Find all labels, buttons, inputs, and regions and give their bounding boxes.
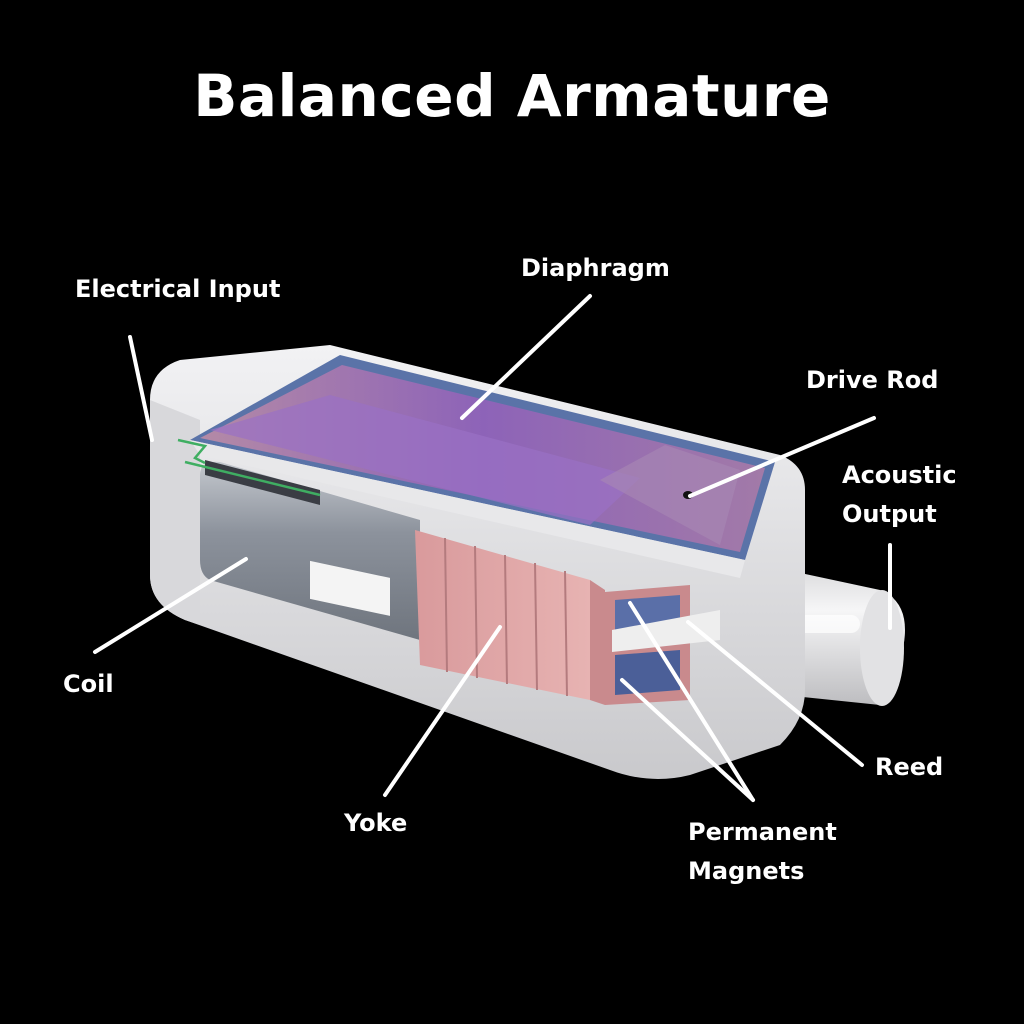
label-acoustic-output-line1: Acoustic	[842, 461, 957, 489]
label-acoustic-output-line2: Output	[842, 500, 937, 528]
yoke	[415, 530, 605, 705]
diaphragm-plate	[190, 355, 775, 560]
leader-electrical-input	[128, 335, 154, 442]
leader-magnet-upper	[628, 601, 755, 802]
label-permanent-magnets-line2: Magnets	[688, 857, 805, 885]
leader-reed	[686, 620, 864, 767]
label-electrical-input: Electrical Input	[75, 275, 281, 303]
label-diaphragm: Diaphragm	[521, 254, 670, 282]
leader-coil	[93, 557, 248, 654]
input-wires	[177, 438, 321, 497]
label-coil: Coil	[63, 670, 114, 698]
magnets-and-reed	[605, 585, 720, 705]
leader-yoke	[383, 625, 502, 797]
leader-diaphragm	[460, 294, 592, 420]
housing-lip	[190, 440, 745, 578]
leader-lines	[93, 294, 892, 802]
label-permanent-magnets-line1: Permanent	[688, 818, 837, 846]
label-drive-rod: Drive Rod	[806, 366, 939, 394]
coil	[200, 460, 420, 640]
label-yoke: Yoke	[344, 809, 408, 837]
leader-magnet-lower	[620, 678, 755, 802]
label-reed: Reed	[875, 753, 944, 781]
leader-drive-rod	[688, 416, 876, 498]
page-title: Balanced Armature	[193, 62, 831, 130]
